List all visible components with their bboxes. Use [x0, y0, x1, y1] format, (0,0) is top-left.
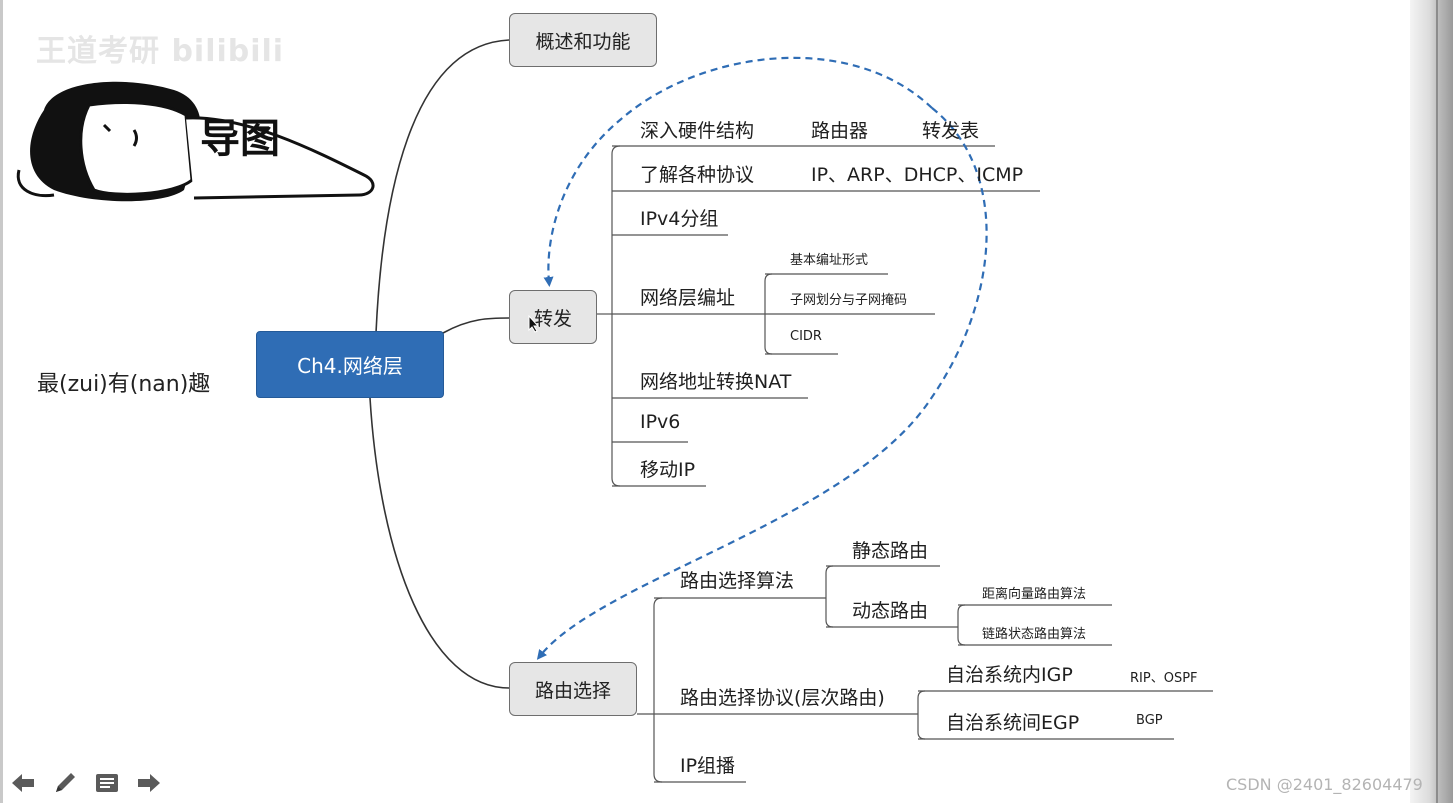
notes-icon[interactable] [92, 768, 122, 798]
dashed-arrow-to-routing [536, 107, 988, 660]
arrow-left-icon[interactable] [8, 768, 38, 798]
branch-ipv4[interactable]: IPv4分组 [640, 208, 719, 230]
leaf-protocol-list[interactable]: IP、ARP、DHCP、ICMP [811, 164, 1024, 186]
leaf-igp[interactable]: 自治系统内IGP [946, 664, 1073, 686]
branch-nat[interactable]: 网络地址转换NAT [640, 371, 792, 393]
branch-mobile-ip[interactable]: 移动IP [640, 459, 696, 481]
arrow-right-icon[interactable] [134, 768, 164, 798]
branch-routing-protocol[interactable]: 路由选择协议(层次路由) [680, 687, 885, 709]
leaf-cidr[interactable]: CIDR [790, 329, 822, 344]
mouse-cursor-icon [528, 315, 540, 333]
branch-hardware[interactable]: 深入硬件结构 [640, 120, 755, 142]
bilibili-watermark: 王道考研 bilibili [36, 34, 285, 69]
branch-routing-algorithm[interactable]: 路由选择算法 [680, 570, 795, 592]
connector-routing [369, 397, 510, 689]
leaf-egp-protocols[interactable]: BGP [1136, 713, 1163, 728]
leaf-igp-protocols[interactable]: RIP、OSPF [1130, 671, 1198, 686]
lying-character-icon [16, 81, 375, 202]
node-routing[interactable]: 路由选择 [509, 662, 637, 716]
sticker-illustration: 导图 [14, 70, 384, 224]
connector-forwarding [442, 317, 510, 334]
subtitle: 最(zui)有(nan)趣 [37, 372, 211, 397]
window-border-left [0, 0, 3, 803]
leaf-forwarding-table[interactable]: 转发表 [922, 120, 980, 142]
slide-toolbar [8, 768, 164, 798]
leaf-static-routing[interactable]: 静态路由 [852, 540, 929, 562]
csdn-credit: CSDN @2401_82604479 [1226, 775, 1423, 794]
branch-ipv6[interactable]: IPv6 [640, 411, 681, 433]
leaf-router[interactable]: 路由器 [811, 120, 869, 142]
sticker-label: 导图 [200, 116, 280, 162]
window-border-right [1436, 0, 1438, 803]
connector-overview [375, 39, 510, 334]
leaf-subnetting[interactable]: 子网划分与子网掩码 [790, 293, 908, 308]
dashed-arrow-to-forwarding [543, 56, 933, 287]
node-overview[interactable]: 概述和功能 [509, 13, 657, 67]
window-scroll-edge[interactable] [1410, 0, 1453, 803]
leaf-basic-addressing[interactable]: 基本编址形式 [790, 253, 869, 268]
leaf-link-state[interactable]: 链路状态路由算法 [982, 627, 1087, 642]
branch-addressing[interactable]: 网络层编址 [640, 287, 736, 309]
node-forwarding[interactable]: 转发 [509, 290, 597, 344]
pen-icon[interactable] [50, 768, 80, 798]
branch-protocols[interactable]: 了解各种协议 [640, 164, 755, 186]
leaf-egp[interactable]: 自治系统间EGP [946, 712, 1080, 734]
leaf-dynamic-routing[interactable]: 动态路由 [852, 600, 929, 622]
leaf-distance-vector[interactable]: 距离向量路由算法 [982, 587, 1087, 602]
root-node[interactable]: Ch4.网络层 [256, 331, 444, 398]
branch-multicast[interactable]: IP组播 [680, 755, 736, 777]
